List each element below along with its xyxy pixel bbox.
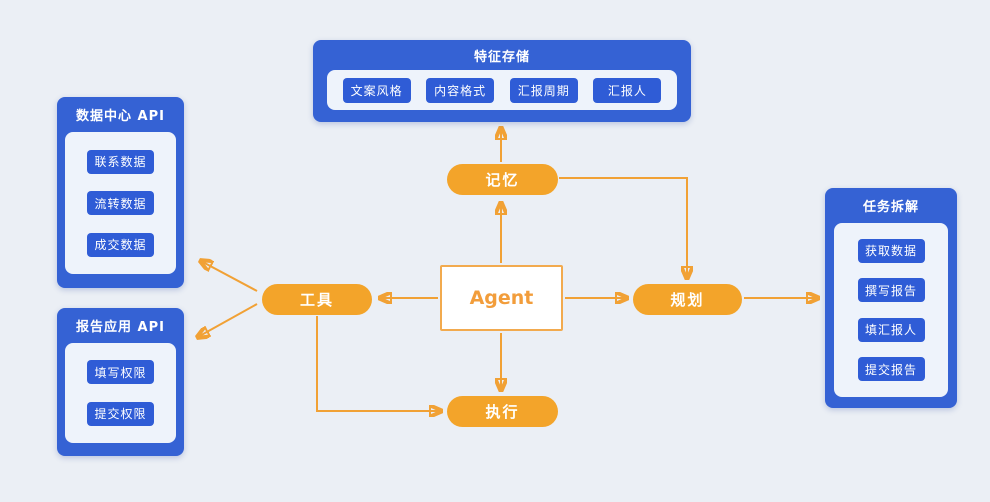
task-breakdown-item: 撰写报告 (857, 278, 925, 303)
data-center-api-item: 流转数据 (87, 191, 154, 215)
memory-node: 记忆 (447, 164, 558, 195)
data-center-api-item: 成交数据 (87, 232, 154, 257)
report-app-api-item: 提交权限 (87, 401, 154, 426)
data-center-api-item: 联系数据 (87, 149, 154, 174)
execution-node: 执行 (447, 396, 558, 427)
report-app-api-panel: 填写权限 提交权限 (65, 343, 176, 443)
report-app-api-title: 报告应用 API (76, 320, 165, 335)
task-breakdown-item: 提交报告 (857, 357, 925, 382)
feature-store-item: 文案风格 (342, 77, 411, 103)
tools-node: 工具 (262, 284, 372, 315)
feature-store-box: 特征存储 文案风格 内容格式 汇报周期 汇报人 (313, 40, 691, 122)
task-breakdown-panel: 获取数据 撰写报告 填汇报人 提交报告 (834, 223, 948, 397)
feature-store-title: 特征存储 (473, 49, 530, 65)
task-breakdown-item: 填汇报人 (857, 317, 925, 342)
feature-store-item: 汇报人 (593, 77, 662, 103)
report-app-api-item: 填写权限 (87, 360, 154, 385)
data-center-api-panel: 联系数据 流转数据 成交数据 (65, 132, 176, 274)
data-center-api-title: 数据中心 API (76, 109, 165, 124)
planning-node: 规划 (633, 284, 742, 315)
data-center-api-box: 数据中心 API 联系数据 流转数据 成交数据 (57, 97, 184, 288)
arrow-tools-to-data-center-api (199, 260, 258, 292)
feature-store-item: 汇报周期 (509, 77, 578, 103)
arrow-memory-to-planning (559, 177, 687, 280)
feature-store-panel: 文案风格 内容格式 汇报周期 汇报人 (327, 70, 677, 110)
arrow-tools-to-report-app-api (196, 303, 258, 338)
feature-store-item: 内容格式 (426, 77, 495, 103)
task-breakdown-item: 获取数据 (857, 238, 925, 263)
arrow-tools-to-execution (316, 316, 443, 411)
task-breakdown-title: 任务拆解 (862, 200, 919, 215)
agent-node: Agent (440, 265, 563, 331)
report-app-api-box: 报告应用 API 填写权限 提交权限 (57, 308, 184, 456)
task-breakdown-box: 任务拆解 获取数据 撰写报告 填汇报人 提交报告 (825, 188, 957, 408)
